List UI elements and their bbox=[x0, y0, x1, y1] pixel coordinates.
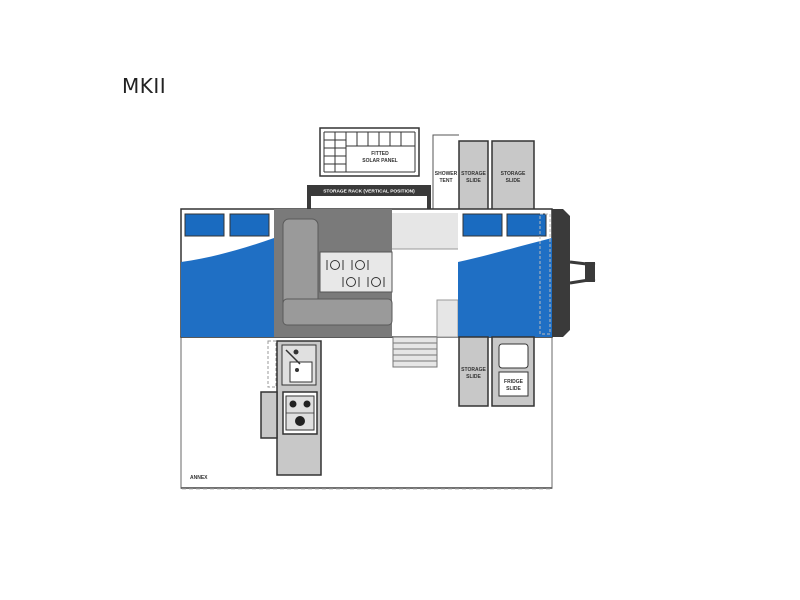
right-bed-canvas bbox=[458, 238, 552, 337]
left-window-1 bbox=[184, 213, 225, 237]
annex-label: ANNEX bbox=[190, 475, 208, 481]
storage-slide-top-2-label-2: SLIDE bbox=[506, 178, 521, 184]
dining-table bbox=[319, 251, 393, 293]
storage-slide-top-1: STORAGE SLIDE bbox=[458, 140, 489, 212]
fridge-slide-label-1: FRIDGE bbox=[504, 379, 524, 385]
storage-slide-bottom-label-2: SLIDE bbox=[466, 374, 481, 380]
left-window-2 bbox=[229, 213, 270, 237]
shower-tent-label-1: SHOWER bbox=[435, 171, 458, 177]
fridge-slide: FRIDGE SLIDE bbox=[491, 336, 535, 407]
kitchen-side-table-dashed bbox=[267, 340, 277, 388]
solar-panel-label-1: FITTED bbox=[371, 151, 389, 157]
storage-rack-label: STORAGE RACK (VERTICAL POSITION) bbox=[323, 189, 415, 195]
cooktop bbox=[282, 391, 318, 435]
storage-slide-top-1-label-1: STORAGE bbox=[461, 171, 486, 177]
trailer-body bbox=[180, 208, 553, 338]
right-bed-dashed bbox=[539, 213, 551, 335]
right-window-1 bbox=[462, 213, 503, 237]
storage-rack: STORAGE RACK (VERTICAL POSITION) bbox=[307, 185, 431, 211]
fridge-slide-label-2: SLIDE bbox=[506, 386, 521, 392]
floor-area bbox=[392, 213, 458, 249]
annex-area bbox=[180, 336, 553, 489]
kitchen-side-unit bbox=[260, 391, 278, 439]
place-settings bbox=[326, 260, 385, 287]
right-window-2 bbox=[506, 213, 547, 237]
storage-slide-top-1-label-2: SLIDE bbox=[466, 178, 481, 184]
drawbar bbox=[552, 209, 596, 337]
storage-slide-bottom-label-1: STORAGE bbox=[461, 367, 486, 373]
solar-panel: FITTED SOLAR PANEL bbox=[319, 127, 420, 177]
entry-stairs bbox=[392, 336, 438, 368]
storage-slide-top-2-label-1: STORAGE bbox=[501, 171, 526, 177]
entry-step bbox=[436, 299, 459, 338]
solar-panel-label-2: SOLAR PANEL bbox=[362, 158, 397, 164]
shower-tent: SHOWER TENT bbox=[432, 134, 459, 210]
lounge-seat-bottom bbox=[282, 298, 393, 326]
sink bbox=[281, 344, 317, 386]
left-bed-canvas bbox=[181, 238, 274, 337]
kitchen bbox=[260, 340, 322, 476]
model-title: MKII bbox=[122, 74, 167, 98]
shower-tent-label-2: TENT bbox=[439, 178, 452, 184]
storage-slide-top-2: STORAGE SLIDE bbox=[491, 140, 535, 212]
storage-slide-bottom: STORAGE SLIDE bbox=[458, 336, 489, 407]
